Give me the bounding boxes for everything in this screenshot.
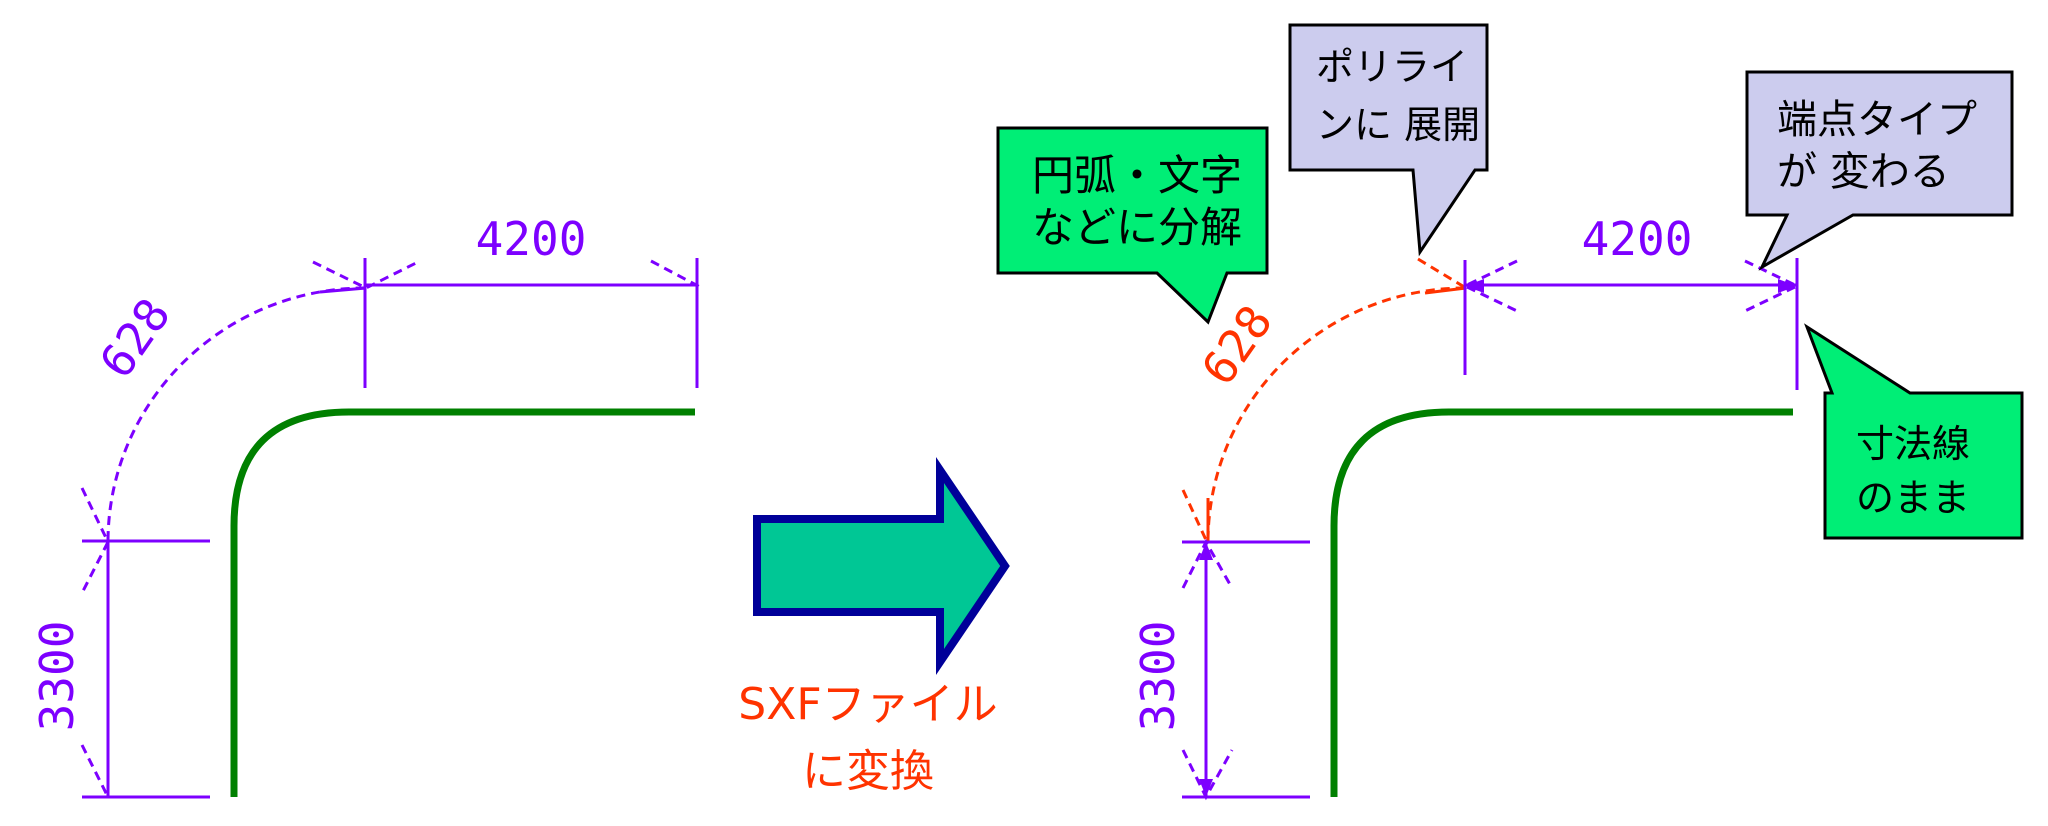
callout-decompose-bubble [996,126,1269,325]
right-arc-tick-bottom [1181,489,1208,541]
right-drawing: 4200 628 3300 [1131,212,1801,801]
callout-dimension-line1: 寸法線 [1856,422,1970,466]
right-height-tip-bottom [1199,779,1213,797]
left-green-polyline [230,408,695,797]
right-width-tip-left [1465,279,1484,293]
callout-endpoint-line1: 端点タイプ [1777,97,1977,143]
conversion-label-line2: に変換 [802,746,934,797]
conversion-arrow-group: SXFファイル に変換 [738,456,1010,797]
left-drawing: 4200 628 3300 [30,212,701,799]
left-height-tick-top [80,487,110,594]
right-dim-arc-red [1206,286,1467,541]
right-width-dim-value: 4200 [1582,212,1693,266]
left-width-dim-value: 4200 [476,212,587,266]
left-dim-arc [106,286,367,541]
right-height-tip-top [1199,542,1213,560]
right-green-polyline [1330,408,1793,797]
left-arc-dim-value: 628 [89,288,181,387]
callout-endpoint-line2: が 変わる [1777,149,1950,195]
right-arc-tick-top [1417,257,1467,290]
callout-dimension-line2: のまま [1856,476,1970,520]
right-width-tip-right [1778,279,1797,293]
callout-decompose: 円弧・文字 などに分解 [996,126,1269,325]
callout-dimension-bubble [1803,323,2024,540]
callout-dimension: 寸法線 のまま [1803,323,2024,540]
callout-polyline-bubble [1288,23,1489,257]
left-width-tick-left [312,259,421,290]
callout-endpoint: 端点タイプ が 変わる [1745,70,2014,271]
right-width-arrow-right [1744,259,1801,313]
callout-polyline-line2: ンに 展開 [1316,103,1480,147]
left-dim-arc-end [319,286,367,294]
callout-polyline: ポリライ ンに 展開 [1288,23,1489,257]
left-height-dim-value: 3300 [30,621,84,732]
left-width-tick-right [650,259,701,289]
callout-decompose-line1: 円弧・文字 [1032,151,1242,200]
left-height-tick-bottom [80,744,110,798]
conversion-label-line1: SXFファイル [738,679,997,730]
right-height-dim-value: 3300 [1131,621,1185,732]
callout-decompose-line2: などに分解 [1032,203,1242,252]
right-arc-end-top [1424,286,1467,295]
callout-polyline-line1: ポリライ [1316,45,1468,89]
right-width-arrow-left [1461,259,1518,313]
right-arrow-icon [753,456,1010,676]
callout-endpoint-bubble [1745,70,2014,271]
